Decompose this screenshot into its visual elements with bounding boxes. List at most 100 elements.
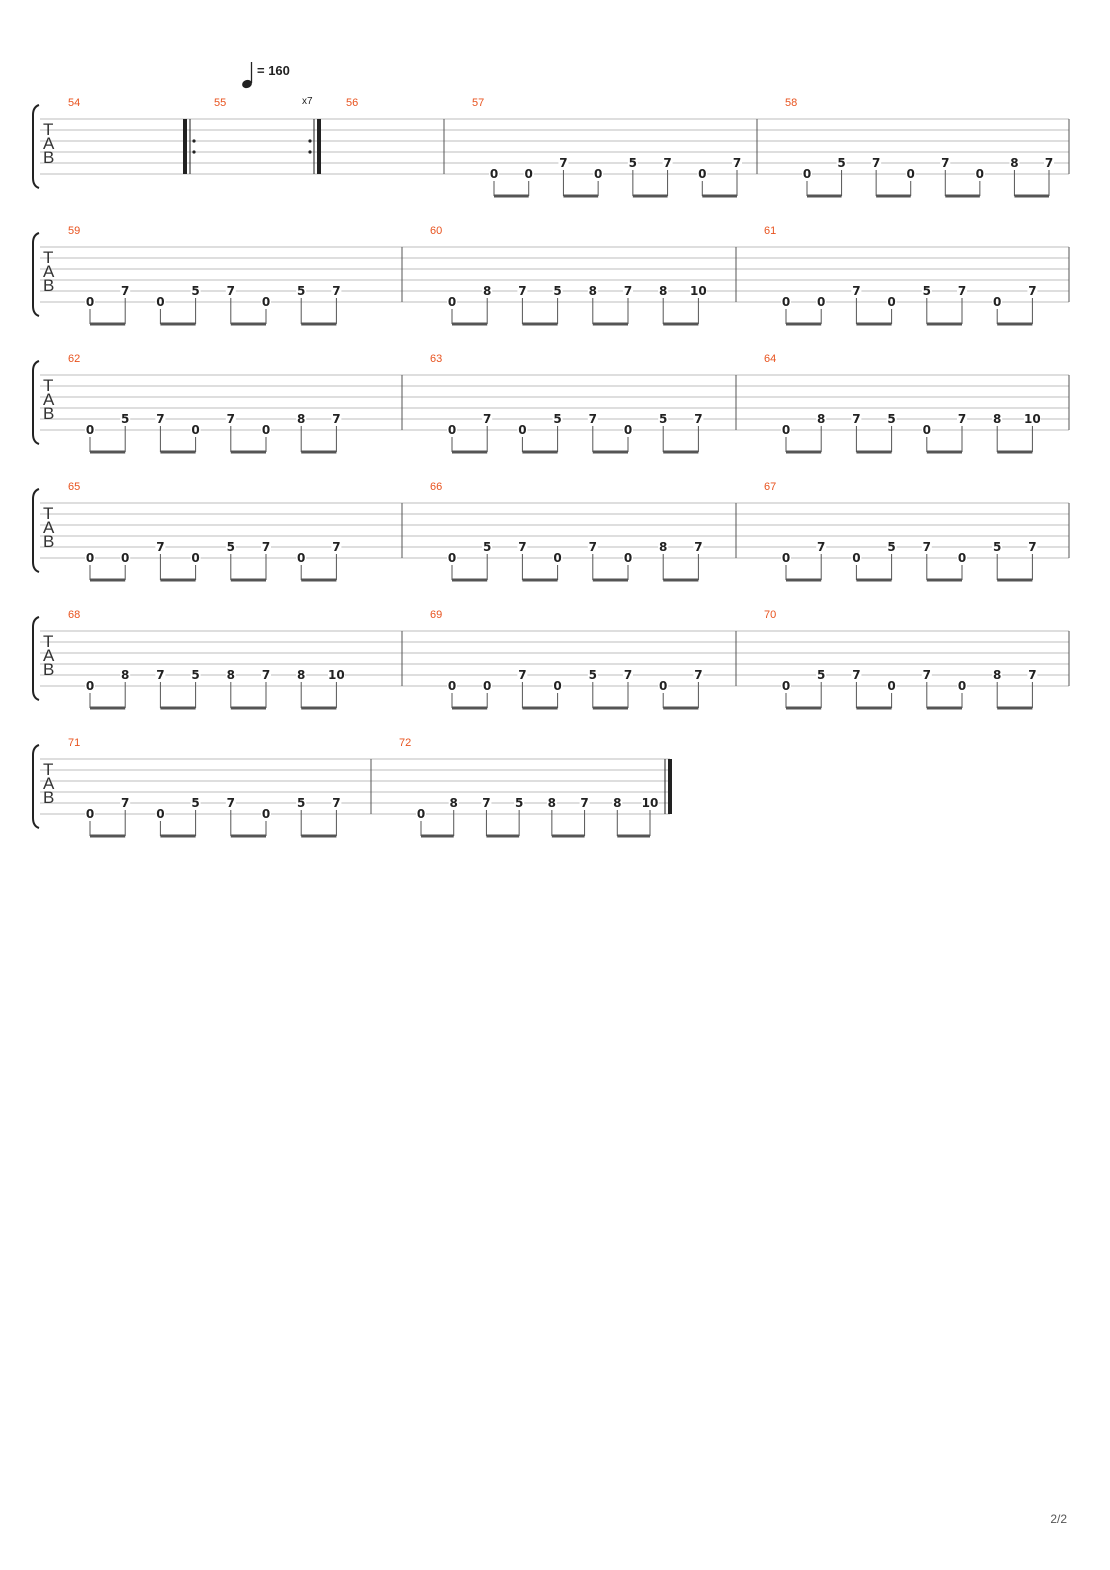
note-mask bbox=[802, 168, 812, 180]
note-mask bbox=[552, 413, 563, 425]
tab-note: 0 bbox=[782, 295, 790, 309]
tab-note: 0 bbox=[121, 551, 129, 565]
tab-note: 8 bbox=[548, 796, 556, 810]
tab-note: 8 bbox=[659, 284, 667, 298]
note-mask bbox=[85, 552, 95, 564]
note-mask bbox=[447, 680, 457, 692]
tab-note: 0 bbox=[525, 167, 533, 181]
tab-note: 0 bbox=[86, 679, 94, 693]
tab-note: 5 bbox=[837, 156, 845, 170]
note-mask bbox=[331, 285, 342, 297]
tab-note: 7 bbox=[1028, 668, 1036, 682]
measure-number: 57 bbox=[472, 97, 484, 109]
tab-note: 0 bbox=[553, 551, 561, 565]
tab-note: 5 bbox=[297, 284, 305, 298]
tab-note: 8 bbox=[1010, 156, 1018, 170]
tab-note: 0 bbox=[448, 423, 456, 437]
note-mask bbox=[905, 168, 916, 180]
note-mask bbox=[816, 296, 827, 308]
tab-note: 8 bbox=[993, 412, 1001, 426]
note-mask bbox=[781, 680, 791, 692]
tab-note: 8 bbox=[297, 668, 305, 682]
tab-note: 7 bbox=[518, 668, 526, 682]
note-mask bbox=[155, 669, 166, 681]
tab-note: 5 bbox=[629, 156, 637, 170]
tab-note: 7 bbox=[559, 156, 567, 170]
note-mask bbox=[85, 680, 95, 692]
tab-note: 5 bbox=[887, 540, 895, 554]
tab-note: 8 bbox=[450, 796, 458, 810]
system-bracket bbox=[32, 360, 40, 445]
note-mask bbox=[482, 541, 493, 553]
page-indicator: 2/2 bbox=[1050, 1512, 1067, 1526]
note-mask bbox=[886, 680, 897, 692]
measure-number: 58 bbox=[785, 97, 797, 109]
tab-note: 7 bbox=[332, 412, 340, 426]
tab-note: 7 bbox=[958, 284, 966, 298]
note-mask bbox=[693, 541, 704, 553]
note-mask bbox=[957, 680, 967, 692]
measure-number: 65 bbox=[68, 481, 80, 493]
tab-note: 5 bbox=[923, 284, 931, 298]
note-mask bbox=[662, 157, 673, 169]
note-mask bbox=[481, 797, 492, 809]
tab-note: 7 bbox=[663, 156, 671, 170]
note-mask bbox=[120, 797, 131, 809]
note-mask bbox=[261, 541, 271, 553]
tab-note: 0 bbox=[553, 679, 561, 693]
note-mask bbox=[261, 296, 271, 308]
note-mask bbox=[120, 669, 131, 681]
note-mask bbox=[836, 157, 847, 169]
tab-note: 7 bbox=[262, 540, 270, 554]
note-mask bbox=[155, 808, 166, 820]
note-mask bbox=[296, 552, 307, 564]
note-mask bbox=[261, 669, 271, 681]
note-mask bbox=[225, 669, 236, 681]
note-mask bbox=[623, 552, 633, 564]
note-mask bbox=[331, 541, 342, 553]
tab-note: 5 bbox=[553, 284, 561, 298]
tab-note: 7 bbox=[733, 156, 741, 170]
note-mask bbox=[1043, 157, 1054, 169]
note-mask bbox=[190, 552, 201, 564]
note-mask bbox=[1027, 541, 1038, 553]
tab-note: 5 bbox=[553, 412, 561, 426]
note-mask bbox=[689, 285, 707, 297]
note-mask bbox=[957, 413, 967, 425]
note-mask bbox=[851, 413, 862, 425]
measure-number: 59 bbox=[68, 225, 80, 237]
note-mask bbox=[85, 424, 95, 436]
tab-note: 5 bbox=[121, 412, 129, 426]
tab-note: 7 bbox=[580, 796, 588, 810]
note-mask bbox=[517, 669, 528, 681]
tab-note: 7 bbox=[694, 540, 702, 554]
tab-note: 0 bbox=[624, 551, 632, 565]
note-mask bbox=[447, 424, 457, 436]
note-mask bbox=[558, 157, 569, 169]
measure-number: 70 bbox=[764, 609, 776, 621]
tab-note: 7 bbox=[923, 540, 931, 554]
tab-note: 7 bbox=[332, 540, 340, 554]
note-mask bbox=[448, 797, 459, 809]
tab-note: 7 bbox=[817, 540, 825, 554]
note-mask bbox=[781, 424, 791, 436]
note-mask bbox=[974, 168, 985, 180]
tab-note: 0 bbox=[490, 167, 498, 181]
note-mask bbox=[886, 541, 897, 553]
tab-note: 7 bbox=[1028, 540, 1036, 554]
tab-note: 7 bbox=[332, 796, 340, 810]
tab-note: 0 bbox=[518, 423, 526, 437]
note-mask bbox=[992, 541, 1003, 553]
note-mask bbox=[1027, 669, 1038, 681]
measure-number: 56 bbox=[346, 97, 358, 109]
measure-number: 69 bbox=[430, 609, 442, 621]
tab-note: 0 bbox=[86, 551, 94, 565]
note-mask bbox=[816, 541, 827, 553]
note-mask bbox=[155, 413, 166, 425]
tab-note: 8 bbox=[659, 540, 667, 554]
